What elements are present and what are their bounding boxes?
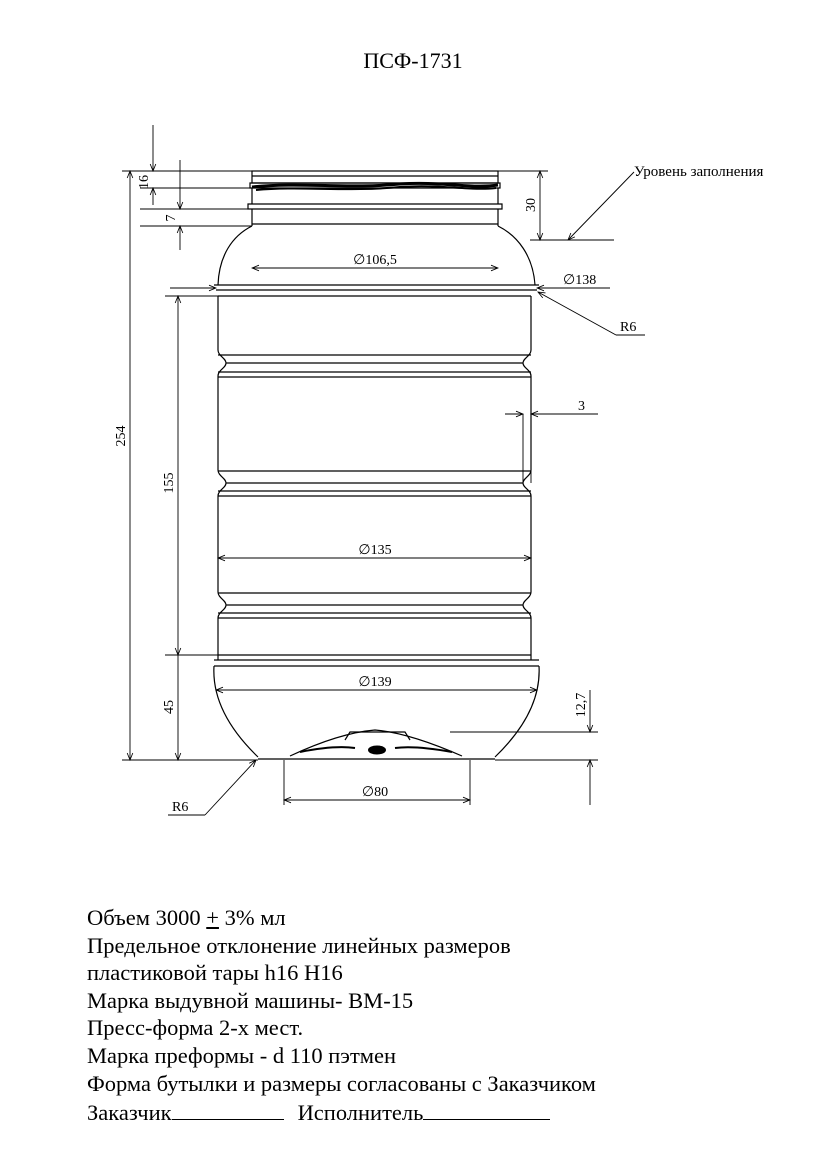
diameter-138-label: ∅138 [563,273,596,288]
diameter-80-label: ∅80 [362,785,388,800]
dim-30-label: 30 [524,198,539,212]
dim-155-label: 155 [162,473,177,494]
customer-signature-field[interactable] [171,1097,284,1121]
dim-12-7-label: 12,7 [574,693,589,718]
dimension-lines [122,125,645,816]
preform-line: Марка преформы - d 110 пэтмен [87,1042,397,1068]
base-hatching [299,745,453,755]
executor-label: Исполнитель [297,1100,424,1126]
thread-hatching [251,181,499,191]
diameter-139-label: ∅139 [358,675,391,690]
tolerance-line-1: Предельное отклонение линейных размеров [87,932,511,958]
radius-bottom-label: R6 [172,800,188,815]
radius-top-label: R6 [620,320,636,335]
notes-block: Объем 3000 + 3% мл Предельное отклонение… [87,904,807,1127]
dim-3-label: 3 [578,399,585,414]
signatures-line: Заказчик Исполнитель [87,1097,807,1127]
fill-level-label: Уровень заполнения [634,164,764,180]
volume-prefix: Объем 3000 [87,905,207,930]
tolerance-line-2: пластиковой тары h16 H16 [87,960,343,986]
volume-line: Объем 3000 + 3% мл [87,904,807,932]
dim-254-label: 254 [114,426,129,447]
executor-signature-field[interactable] [423,1097,551,1121]
dim-16-label: 16 [137,175,152,189]
customer-label: Заказчик [87,1100,172,1126]
volume-suffix: 3% мл [218,905,286,930]
drawing-title: ПСФ-1731 [363,48,462,73]
diameter-135-label: ∅135 [358,543,391,558]
volume-plus-minus: + [206,905,219,930]
dim-45-label: 45 [162,700,177,714]
diameter-106-5-label: ∅106,5 [353,253,397,268]
machine-line: Марка выдувной машины- ВМ-15 [87,987,414,1013]
dim-7-label: 7 [164,215,179,222]
agreement-line: Форма бутылки и размеры согласованы с За… [87,1070,596,1096]
bottle-outline [213,170,540,760]
mold-line: Пресс-форма 2-х мест. [87,1015,304,1041]
